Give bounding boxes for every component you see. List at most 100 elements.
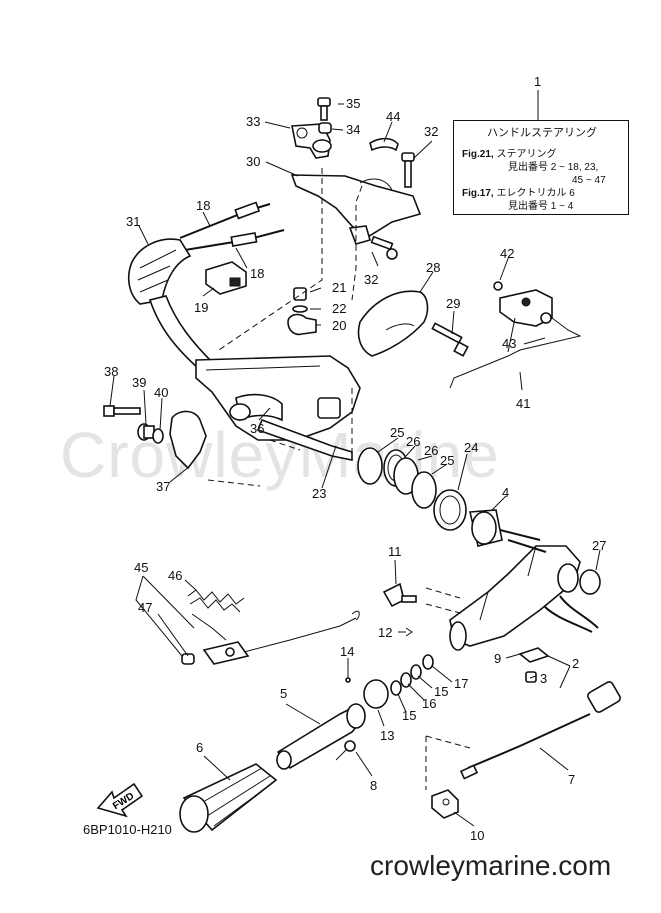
bolt-32-top	[401, 152, 415, 188]
diagram-code: 6BP1010-H210	[83, 822, 172, 837]
callout-36: 36	[250, 421, 264, 436]
callout-15-left: 15	[402, 708, 416, 723]
callout-5: 5	[280, 686, 287, 701]
throttle-grip-31	[127, 238, 214, 372]
cover-28	[357, 290, 429, 357]
callout-24: 24	[464, 440, 478, 455]
plate-9	[518, 647, 550, 663]
fwd-arrow-icon: FWD	[96, 782, 144, 818]
callout-35: 35	[346, 96, 360, 111]
bushing-24	[433, 489, 467, 531]
site-url: crowleymarine.com	[370, 850, 612, 881]
collar-34	[318, 122, 332, 134]
callout-44: 44	[386, 109, 400, 124]
callout-38: 38	[104, 364, 118, 379]
wire-43	[449, 317, 582, 389]
legend-line-4: Fig.17, エレクトリカル 6	[462, 187, 622, 200]
callout-23: 23	[312, 486, 326, 501]
callout-numbers: 35 33 34 44 32 30 18 31 18 32 28 42 19 2…	[104, 74, 606, 843]
dashed-reference-lines	[207, 168, 471, 790]
callout-22: 22	[332, 301, 346, 316]
washer-22	[292, 305, 308, 313]
legend-fig-ref-17: Fig.17,	[462, 188, 494, 199]
callout-14: 14	[340, 644, 354, 659]
bolt-29	[431, 322, 469, 357]
tiller-shaft-5	[276, 703, 366, 770]
wire-41	[507, 317, 516, 353]
callout-4: 4	[502, 485, 509, 500]
callout-47: 47	[138, 600, 152, 615]
callout-6: 6	[196, 740, 203, 755]
callout-37: 37	[156, 479, 170, 494]
callout-20: 20	[332, 318, 346, 333]
legend-line-2: 見出番号 2 ~ 18, 23,	[508, 162, 599, 173]
steering-bracket-2	[449, 529, 599, 651]
callout-43: 43	[502, 336, 516, 351]
washer-17	[422, 654, 434, 670]
throttle-cables-18	[179, 201, 285, 251]
bushing-39	[137, 423, 155, 441]
callout-28: 28	[426, 260, 440, 275]
callout-40: 40	[154, 385, 168, 400]
bushing-4	[469, 509, 503, 547]
callout-41: 41	[516, 396, 530, 411]
callout-13: 13	[380, 728, 394, 743]
callout-9: 9	[494, 651, 501, 666]
screw-3	[525, 671, 537, 683]
switch-19	[205, 261, 247, 295]
callout-25-right: 25	[440, 453, 454, 468]
callout-18-bottom: 18	[250, 266, 264, 281]
callout-10: 10	[470, 828, 484, 843]
washer-15b	[410, 664, 422, 680]
callout-12: 12	[378, 625, 392, 640]
callout-2: 2	[572, 656, 579, 671]
leader-lines	[109, 90, 601, 827]
bolt-35	[317, 97, 331, 121]
throttle-cable-7	[459, 681, 621, 780]
callout-21: 21	[332, 280, 346, 295]
callout-31: 31	[126, 214, 140, 229]
callout-11: 11	[388, 544, 402, 559]
legend-line-4-text: エレクトリカル 6	[493, 188, 575, 199]
legend-line-1: Fig.21, ステアリング	[462, 148, 622, 161]
tiller-bracket-part	[290, 137, 422, 239]
legend-line-1-text: ステアリング	[493, 149, 557, 160]
callout-32-top: 32	[424, 124, 438, 139]
callout-25-left: 25	[390, 425, 404, 440]
clamp-20	[287, 313, 317, 336]
callout-30: 30	[246, 154, 260, 169]
kill-switch-42	[493, 281, 553, 327]
callout-39: 39	[132, 375, 146, 390]
callout-1: 1	[534, 74, 541, 89]
callout-18-top: 18	[196, 198, 210, 213]
callout-8: 8	[370, 778, 377, 793]
bolt-38	[103, 405, 141, 417]
rings-25-26	[357, 447, 437, 509]
callout-42: 42	[500, 246, 514, 261]
clip-32-bottom	[348, 225, 398, 260]
callout-15-right: 15	[434, 684, 448, 699]
cap-47	[181, 653, 195, 665]
callout-46: 46	[168, 568, 182, 583]
callout-7: 7	[568, 772, 575, 787]
tiller-handle-36	[195, 355, 361, 461]
legend-title: ハンドルステアリング	[487, 127, 597, 139]
callout-17: 17	[454, 676, 468, 691]
plate-37	[169, 410, 207, 470]
legend-box: ハンドルステアリング Fig.21, ステアリング 見出番号 2 ~ 18, 2…	[453, 120, 629, 215]
washer-15a	[390, 680, 402, 696]
callout-26-right: 26	[424, 443, 438, 458]
pin-14	[345, 677, 351, 683]
callout-32-bottom: 32	[364, 272, 378, 287]
callout-16: 16	[422, 696, 436, 711]
callout-27: 27	[592, 538, 606, 553]
legend-fig-ref-21: Fig.21,	[462, 149, 494, 160]
callout-19: 19	[194, 300, 208, 315]
callout-29: 29	[446, 296, 460, 311]
nut-27	[579, 569, 601, 595]
callout-33: 33	[246, 114, 260, 129]
screw-8	[335, 740, 356, 761]
legend-line-5: 見出番号 1 ~ 4	[508, 201, 574, 212]
legend-line-3: 45 ~ 47	[572, 175, 606, 186]
sleeve-13	[363, 679, 389, 709]
